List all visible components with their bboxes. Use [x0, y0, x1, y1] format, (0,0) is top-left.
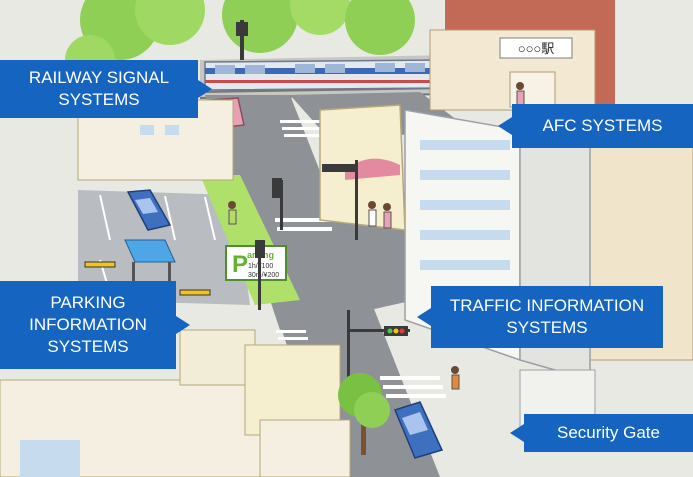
parking-sign-rate2: 30m/¥200	[248, 272, 279, 279]
callout-pointer	[198, 80, 212, 98]
parking-information-label: PARKING INFORMATION SYSTEMS	[29, 293, 147, 356]
parking-barriers	[84, 261, 211, 296]
crosswalks	[275, 120, 446, 398]
road-car	[393, 401, 444, 459]
callout-pointer	[176, 316, 190, 334]
traffic-signals	[236, 20, 410, 400]
callout-pointer	[498, 117, 512, 135]
callout-pointer	[417, 308, 431, 326]
shop-building	[319, 104, 406, 231]
station-sign: ○○○駅	[518, 41, 555, 56]
parking-information-callout: PARKING INFORMATION SYSTEMS	[0, 281, 190, 369]
afc-label: AFC SYSTEMS	[542, 116, 663, 135]
traffic-information-callout: TRAFFIC INFORMATION SYSTEMS	[417, 286, 663, 348]
traffic-information-label: TRAFFIC INFORMATION SYSTEMS	[449, 296, 645, 337]
train	[204, 59, 443, 91]
parked-car	[126, 189, 172, 231]
parking-sign-letter: P	[232, 251, 248, 278]
afc-callout: AFC SYSTEMS	[498, 104, 693, 148]
security-gate-label: Security Gate	[557, 423, 660, 442]
parking-sign: P arking 1h/¥100 30m/¥200	[225, 245, 287, 281]
bus-shelter	[124, 239, 176, 282]
railway-signal-callout: RAILWAY SIGNAL SYSTEMS	[0, 60, 212, 118]
street-tree	[338, 373, 390, 455]
railway-signal-label: RAILWAY SIGNAL SYSTEMS	[28, 68, 170, 109]
security-gate-callout: Security Gate	[510, 414, 693, 452]
pedestrians	[228, 82, 525, 390]
callout-pointer	[510, 424, 524, 442]
left-buildings	[0, 99, 351, 477]
